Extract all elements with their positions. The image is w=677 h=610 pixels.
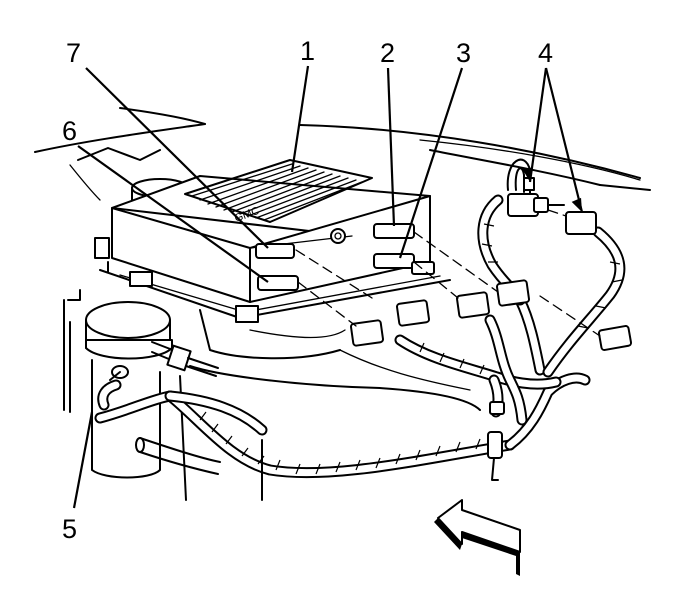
routing-dashes bbox=[295, 209, 601, 337]
leader-4-arrowheads bbox=[522, 167, 582, 212]
firewall-outline bbox=[34, 107, 651, 201]
callout-1: 1 bbox=[300, 36, 315, 66]
callout-3: 3 bbox=[456, 38, 471, 68]
leader-3 bbox=[398, 67, 464, 259]
callout-labels: 1 2 3 4 5 6 7 bbox=[62, 36, 553, 544]
harness-clip bbox=[487, 431, 503, 481]
leader-2 bbox=[386, 67, 396, 227]
module-connector-6 bbox=[257, 275, 299, 291]
heat-sink-fins bbox=[184, 159, 373, 223]
connector-b bbox=[396, 299, 430, 327]
module-connector-7 bbox=[255, 243, 295, 259]
wiring-harness bbox=[94, 194, 626, 479]
leader-7 bbox=[85, 67, 269, 249]
sensor-bracket-assembly bbox=[506, 158, 597, 235]
callout-7: 7 bbox=[66, 38, 81, 68]
connector-f bbox=[489, 401, 505, 415]
leader-6 bbox=[77, 145, 269, 283]
connector-a bbox=[350, 319, 384, 347]
callout-4: 4 bbox=[538, 38, 553, 68]
connector-e bbox=[597, 325, 633, 351]
leader-4a bbox=[528, 67, 548, 183]
engine-body bbox=[63, 289, 481, 413]
harness-connectors bbox=[350, 261, 633, 415]
connector-c bbox=[456, 291, 490, 319]
leader-lines bbox=[72, 65, 584, 509]
leader-5 bbox=[72, 411, 94, 509]
callout-2: 2 bbox=[380, 38, 395, 68]
canister-component bbox=[85, 301, 173, 479]
front-arrow-icon bbox=[434, 499, 521, 576]
lower-hose bbox=[135, 437, 263, 501]
sensor-connector bbox=[565, 211, 597, 235]
control-module: GMC bbox=[94, 159, 451, 323]
leader-1 bbox=[290, 65, 310, 173]
connector-d bbox=[496, 279, 530, 307]
callout-6: 6 bbox=[62, 116, 77, 146]
leader-4b bbox=[544, 67, 584, 213]
callout-5: 5 bbox=[62, 514, 77, 544]
fitting-line bbox=[151, 341, 219, 501]
module-connector-3 bbox=[373, 253, 415, 269]
